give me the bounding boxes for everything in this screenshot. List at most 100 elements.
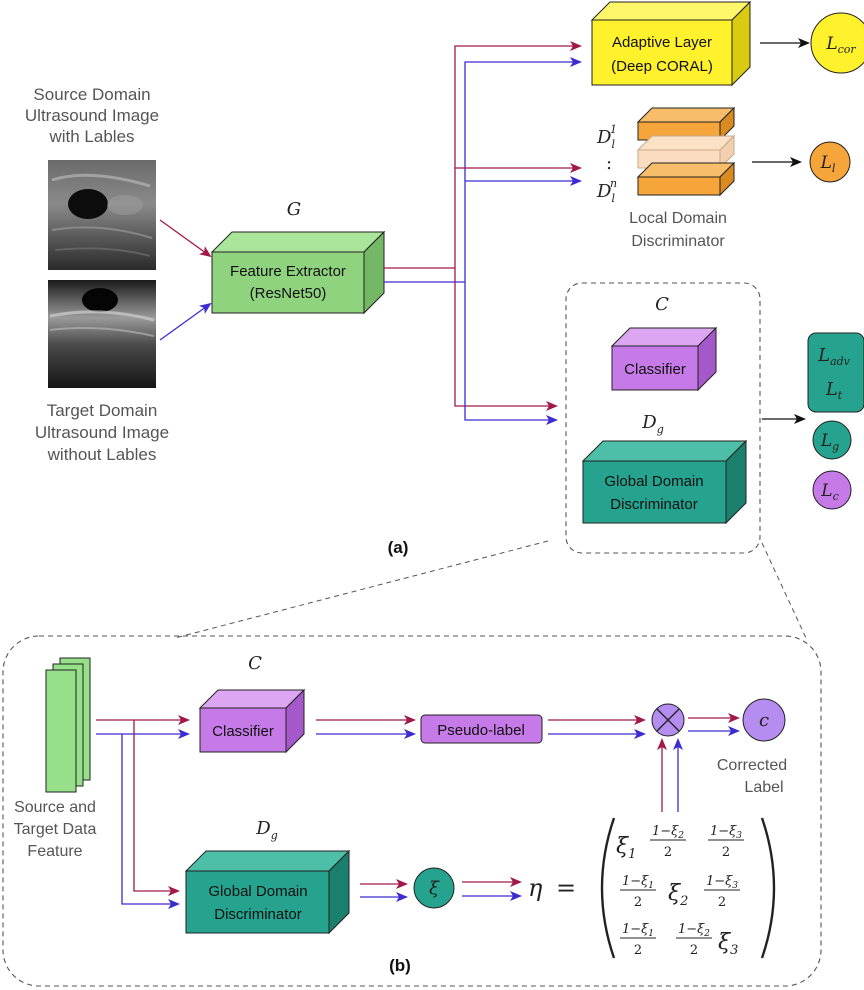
pseudo-label-text: Pseudo-label xyxy=(437,722,525,739)
local-bottom-symbol: Dln xyxy=(596,177,617,205)
global-label-b-line-1: Global Domain xyxy=(208,883,307,900)
feature-stack xyxy=(45,657,91,793)
classifier-symbol-b: C xyxy=(248,653,262,674)
loss-adv-letter: L xyxy=(817,345,830,366)
loss-l-letter: L xyxy=(820,153,832,173)
xi-circle: ξ xyxy=(413,867,455,909)
extractor-label-line-1: Feature Extractor xyxy=(230,263,346,280)
adaptive-label-line-1: Adaptive Layer xyxy=(612,34,712,51)
svg-text:ξ3: ξ3 xyxy=(718,930,738,958)
extractor-label-line-2: (ResNet50) xyxy=(250,285,327,302)
svg-text:1−ξ1: 1−ξ1 xyxy=(622,922,654,939)
svg-text:Ll: Ll xyxy=(820,153,836,175)
svg-text:1−ξ2: 1−ξ2 xyxy=(678,922,710,939)
svg-text:Lg: Lg xyxy=(820,431,839,453)
target-domain-caption: Target Domain Ultrasound Image without L… xyxy=(35,401,169,464)
svg-text:1−ξ1: 1−ξ1 xyxy=(622,874,654,891)
corrected-caption-line-2: Label xyxy=(744,779,783,796)
global-label-a-line-1: Global Domain xyxy=(604,473,703,490)
loss-t-letter: L xyxy=(825,379,838,400)
zoom-line-right xyxy=(761,542,807,639)
svg-text:ξ1: ξ1 xyxy=(616,834,636,862)
eta-symbol: η xyxy=(528,874,543,902)
feature-caption-line-3: Feature xyxy=(27,843,82,860)
svg-text:Lc: Lc xyxy=(820,481,838,503)
svg-text:1−ξ3: 1−ξ3 xyxy=(710,824,742,841)
source-caption-line-3: with Lables xyxy=(48,127,134,146)
loss-t-subscript: t xyxy=(838,389,843,402)
pseudo-label-box: Pseudo-label xyxy=(420,714,543,744)
extractor-symbol: G xyxy=(287,199,301,220)
loss-l-subscript: l xyxy=(832,162,836,175)
target-to-extractor-arrow xyxy=(159,302,212,341)
svg-text:2: 2 xyxy=(690,943,698,958)
loss-c-circle: Lc xyxy=(812,470,852,510)
adaptive-layer-box: Adaptive Layer (Deep CORAL) xyxy=(590,0,752,87)
svg-text:1−ξ3: 1−ξ3 xyxy=(706,874,738,891)
target-caption-line-2: Ultrasound Image xyxy=(35,423,169,442)
adaptive-label-line-2: (Deep CORAL) xyxy=(611,58,713,75)
source-to-extractor-arrow xyxy=(159,219,212,258)
panel-b-container xyxy=(2,635,822,987)
source-caption-line-1: Source Domain xyxy=(33,85,150,104)
local-caption-line-2: Discriminator xyxy=(631,233,725,250)
extractor-branch-arrows xyxy=(384,41,582,425)
target-ultrasound-image xyxy=(48,280,156,388)
local-top-symbol: Dl1 xyxy=(596,123,617,151)
panel-a-label: (a) xyxy=(388,538,409,557)
svg-text:2: 2 xyxy=(718,895,726,910)
feature-extractor-box: G Feature Extractor (ResNet50) xyxy=(210,199,386,315)
matrix-left-bracket xyxy=(600,817,616,959)
feature-caption-line-1: Source and xyxy=(14,799,96,816)
xi-symbol: ξ xyxy=(429,878,440,899)
classifier-label-a: Classifier xyxy=(624,361,686,378)
feature-caption-line-2: Target Data xyxy=(14,821,97,838)
c-symbol: c xyxy=(759,710,769,731)
global-label-a-line-2: Discriminator xyxy=(610,496,698,513)
svg-text:Lcor: Lcor xyxy=(825,34,856,56)
classifier-symbol-a: C xyxy=(655,294,669,315)
global-discriminator-box-a: Dg Global Domain Discriminator xyxy=(581,412,748,525)
corrected-label-circle: c xyxy=(742,698,786,742)
svg-text:ξ2: ξ2 xyxy=(668,881,688,909)
svg-text:2: 2 xyxy=(664,845,672,860)
local-domain-discriminator: Dl1 : Dln Local Domain Discriminator xyxy=(596,106,736,250)
svg-text:Ladv: Ladv xyxy=(817,345,851,368)
global-label-b-line-2: Discriminator xyxy=(214,906,302,923)
loss-adv-subscript: adv xyxy=(830,355,851,368)
svg-text:2: 2 xyxy=(722,845,730,860)
matrix-right-bracket xyxy=(760,817,776,959)
loss-l-circle: Ll xyxy=(809,141,851,183)
global-discriminator-box-b: Dg Global Domain Discriminator xyxy=(184,818,351,935)
loss-g-circle: Lg xyxy=(812,420,852,460)
svg-text:2: 2 xyxy=(634,895,642,910)
loss-cor-circle: Lcor xyxy=(810,12,864,74)
loss-cor-subscript: cor xyxy=(838,43,857,56)
classifier-box-b: C Classifier xyxy=(198,653,306,754)
classifier-discriminator-group xyxy=(565,282,761,554)
source-domain-caption: Source Domain Ultrasound Image with Labl… xyxy=(25,85,159,146)
local-caption-line-1: Local Domain xyxy=(629,210,727,227)
svg-text:Lt: Lt xyxy=(825,379,843,402)
panel-b-label: (b) xyxy=(389,956,411,975)
multiply-operator xyxy=(651,703,685,737)
zoom-line-left xyxy=(174,540,549,639)
classifier-box-a: C Classifier xyxy=(610,294,718,392)
source-ultrasound-image xyxy=(48,160,156,270)
source-caption-line-2: Ultrasound Image xyxy=(25,106,159,125)
local-dots: : xyxy=(606,153,612,174)
global-symbol-b: Dg xyxy=(255,818,277,842)
svg-text:2: 2 xyxy=(634,943,642,958)
eta-matrix: ξ1 1−ξ2 2 1−ξ3 2 1−ξ1 2 ξ2 1−ξ3 2 1−ξ1 2… xyxy=(616,824,744,958)
corrected-caption-line-1: Corrected xyxy=(717,757,787,774)
loss-cor-letter: L xyxy=(825,34,837,54)
classifier-label-b: Classifier xyxy=(212,723,274,740)
global-symbol-a: Dg xyxy=(641,412,663,436)
svg-text:1−ξ2: 1−ξ2 xyxy=(652,824,684,841)
target-caption-line-3: without Lables xyxy=(47,445,157,464)
target-caption-line-1: Target Domain xyxy=(47,401,158,420)
feature-branch-arrows xyxy=(96,715,190,909)
equals-sign: = xyxy=(556,874,576,902)
loss-adv-t-box: Ladv Lt xyxy=(807,332,864,413)
